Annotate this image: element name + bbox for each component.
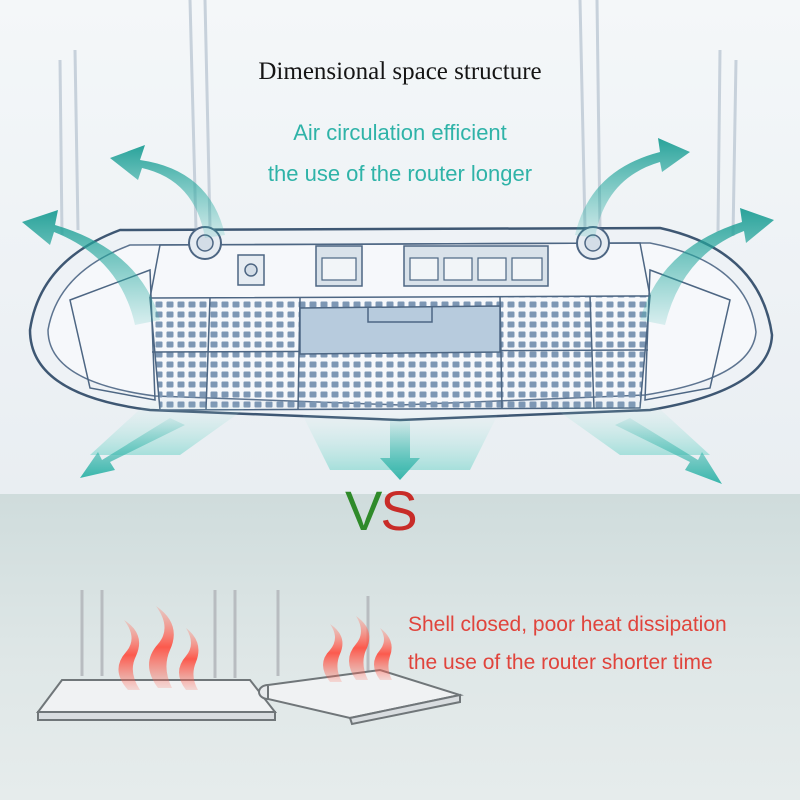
vs-label: VS xyxy=(345,478,418,543)
benefit-line-2: the use of the router longer xyxy=(267,161,533,186)
antenna-icon xyxy=(58,0,738,237)
drawback-line-2: the use of the router shorter time xyxy=(408,651,713,674)
vs-v: V xyxy=(345,479,382,542)
benefit-line-1: Air circulation efficient xyxy=(293,120,507,145)
drawback-line-1: Shell closed, poor heat dissipation xyxy=(408,613,727,636)
headline: Dimensional space structure xyxy=(258,58,542,85)
vs-s: S xyxy=(380,479,417,542)
router-icon xyxy=(28,226,774,422)
airflow-arrow-icon xyxy=(22,138,774,484)
heat-wave-icon xyxy=(118,606,392,690)
closed-router-icon xyxy=(36,590,464,726)
